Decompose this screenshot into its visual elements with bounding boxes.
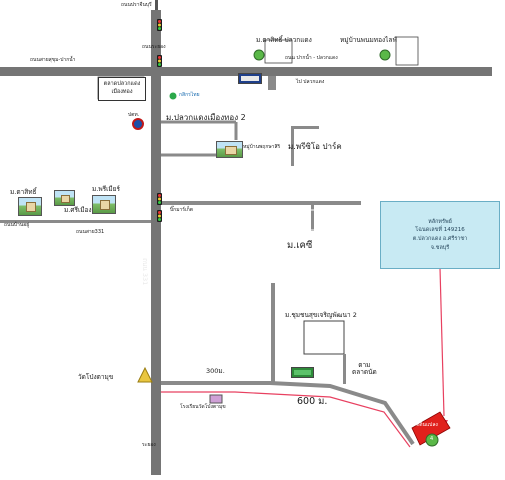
road-left — [0, 220, 151, 223]
traffic-light-icon — [157, 193, 162, 205]
road-north-stub — [155, 0, 158, 10]
traffic-light-icon — [157, 55, 162, 67]
marker-2 — [379, 49, 391, 61]
market-label: ตาม ตลาดนัด — [352, 361, 377, 376]
road-market — [343, 354, 346, 384]
talat-box: ตลาดปลวกแดง เมืองทอง — [98, 77, 146, 101]
road-west-2-label: ถนนบ้านอยู่ — [4, 222, 30, 228]
road-mid-label: บิ๊กมาร์เก็ต — [170, 207, 193, 213]
pointer-line — [439, 267, 445, 417]
village-4-label: ม.ชุมชนสุขเจริญพัฒนา 2 — [285, 311, 357, 319]
village-3-label: ม.เคซี — [287, 240, 313, 251]
ptt-label: ปตท. — [128, 112, 140, 118]
road-sign-icon — [238, 73, 262, 84]
traffic-light-icon — [157, 19, 162, 31]
property-number: 4 — [430, 436, 434, 442]
road-village-2 — [291, 126, 319, 129]
temple-label: วัดโป่งตามุข — [78, 373, 114, 381]
to-pluak-daeng-label: ไป ปลวกแดง — [296, 79, 325, 85]
road-west-label: ถนนสายสุขุม-ปากน้ำ — [30, 57, 76, 63]
village-2-label: ม.พรีซิโอ ปาร์ค — [288, 142, 342, 151]
road-top-branch — [268, 76, 276, 90]
road-village-2-stem — [291, 126, 294, 166]
property-block — [411, 411, 451, 446]
road-village-1 — [161, 120, 238, 157]
village-left-photo-1 — [18, 197, 42, 216]
highway-vertical-label: ถนน 331 — [141, 258, 149, 286]
school-2-label: โรงเรียนวัดโป่งตามุข — [180, 404, 226, 410]
info-line-3: จ.ชลบุรี — [430, 244, 450, 251]
road-middle-stem — [311, 205, 314, 231]
info-line-2: ต.ปลวกแดง อ.ศรีราชา — [412, 236, 468, 242]
property-number-circle — [425, 433, 439, 447]
marker-1 — [253, 49, 265, 61]
road-middle — [161, 201, 361, 205]
route-line — [161, 391, 411, 448]
road-top — [0, 67, 492, 76]
school-1-photo — [216, 141, 243, 158]
pluak-daeng-label: ม.ตาสิทธิ์ ปลวกแดง — [256, 36, 312, 44]
school-icon — [209, 394, 223, 404]
village-left-photo-3 — [92, 195, 116, 214]
kasikorn-icon — [169, 92, 177, 100]
rayong-road-label: ถนนระยอง — [142, 44, 166, 50]
village-left-b-label: ม.ศรีเมือง — [64, 206, 92, 214]
top-road-label: ถนนปราจีนบุรี — [121, 2, 152, 8]
south-road-label: ระยอง — [142, 442, 156, 448]
traffic-light-icon — [157, 210, 162, 222]
top-right-block-1 — [264, 39, 293, 64]
village-left-photo-2 — [54, 190, 75, 206]
info-title: หลักทรัพย์ — [428, 218, 452, 225]
temple-icon — [137, 366, 153, 383]
pan-thong-label: หมู่บ้านพนมทองไลฟ์ — [340, 36, 398, 44]
village-3-block — [289, 209, 336, 231]
top-right-block-2 — [395, 36, 419, 66]
school-1-label: หมู่บ้านพฤกษาสิริ — [243, 144, 281, 150]
talat-box-label: ตลาดปลวกแดง เมืองทอง — [103, 81, 141, 95]
village-left-a-label: ม.ตาสิทธิ์ — [10, 188, 37, 196]
road-village-4 — [271, 283, 275, 383]
village-1-label: ม.ปลวกแดงเมืองทอง 2 — [166, 113, 246, 122]
main-highway — [151, 10, 161, 475]
info-line-1: โฉนดเลขที่ 149216 — [415, 227, 465, 234]
distance-300-label: 300ม. — [206, 367, 225, 375]
property-info-box: หลักทรัพย์ โฉนดเลขที่ 149216 ต.ปลวกแดง อ… — [380, 201, 500, 269]
road-right-top-label: ถนน ปากน้ำ - ปลวกแดง — [285, 55, 338, 61]
property-label: ที่ดินแปลง — [416, 422, 438, 428]
road-331-label: ถนนสาย331 — [76, 229, 105, 235]
road-to-property — [161, 381, 415, 446]
kasikorn-label: กสิกรไทย — [179, 92, 200, 98]
village-left-c-label: ม.พรีเมียร์ — [92, 185, 120, 193]
village-4-block — [303, 320, 345, 355]
ptt-icon — [132, 118, 144, 130]
village-4-sign-icon — [291, 367, 314, 378]
distance-600-label: 600 ม. — [297, 396, 328, 407]
